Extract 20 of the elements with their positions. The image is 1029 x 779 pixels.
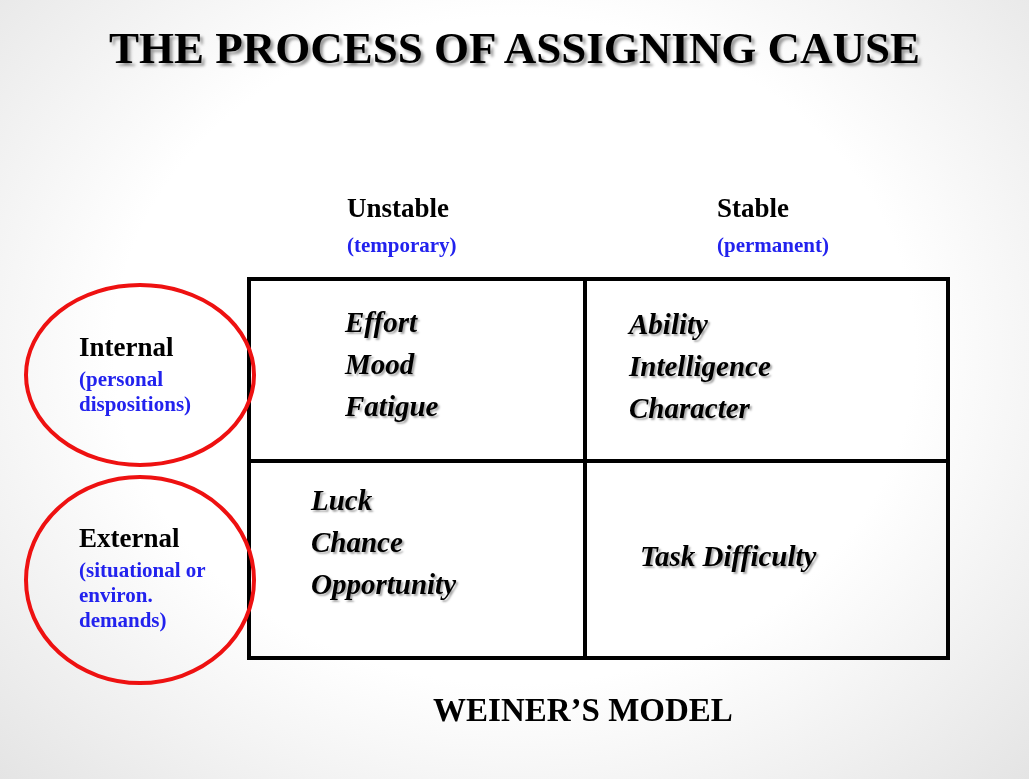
cause-item: Intelligence xyxy=(629,349,771,384)
cause-item: Effort xyxy=(345,305,417,340)
column-heading: Unstable xyxy=(347,193,449,224)
subheading: (temporary) xyxy=(347,233,457,258)
cause-item: Chance xyxy=(311,525,403,560)
subheading: (permanent) xyxy=(717,233,829,258)
column-heading: Stable xyxy=(717,193,789,224)
title: THE PROCESS OF ASSIGNING CAUSE xyxy=(107,22,921,74)
cause-item: Task Difficulty xyxy=(640,539,817,574)
cause-item: Character xyxy=(629,391,750,426)
cause-item: Fatigue xyxy=(345,389,439,424)
caption: WEINER’S MODEL xyxy=(432,692,734,729)
row-subheading: (situational or environ. demands) xyxy=(79,558,207,634)
cause-item: Opportunity xyxy=(311,567,457,602)
cause-item: Luck xyxy=(311,483,373,518)
row-heading: Internal xyxy=(79,331,175,364)
cause-item: Ability xyxy=(629,307,708,342)
row-heading: External xyxy=(79,522,181,555)
cause-item: Mood xyxy=(345,347,415,382)
row-subheading: (personal dispositions) xyxy=(79,367,193,418)
